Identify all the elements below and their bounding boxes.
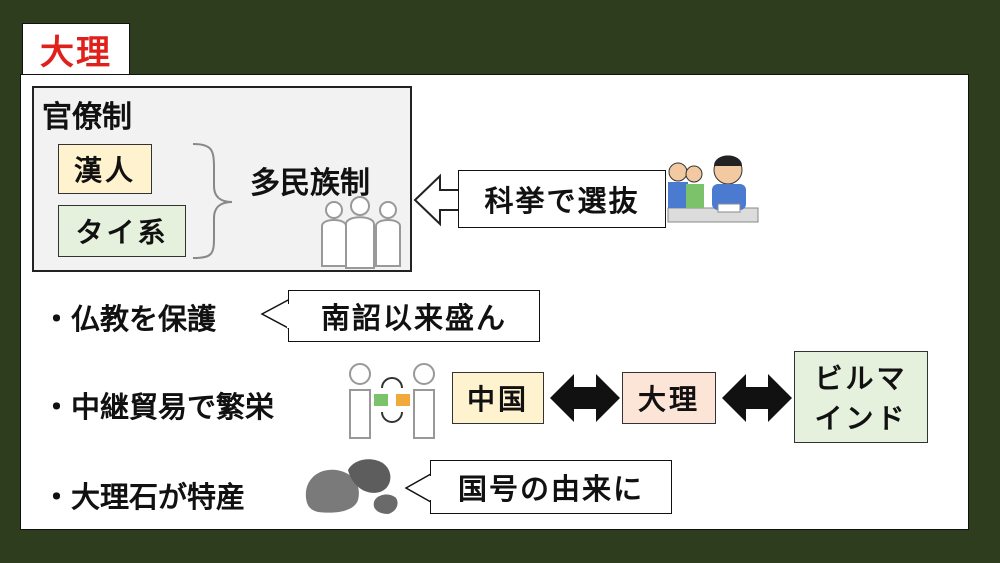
double-arrow-right [722, 374, 792, 422]
exam-students-icon [667, 155, 759, 223]
exam-selection-callout: 科挙で選抜 [458, 170, 666, 228]
trade-burma: ビルマ [814, 362, 908, 395]
marble-rocks-icon [305, 459, 398, 514]
point-trade: ・中継貿易で繁栄 [42, 390, 275, 424]
bureaucracy-heading: 官僚制 [42, 100, 132, 135]
point-marble: ・大理石が特産 [42, 480, 246, 514]
buddhism-note: 南詔以来盛ん [288, 290, 540, 342]
people-group-icon [321, 196, 401, 269]
tai-label: タイ系 [58, 205, 186, 257]
trade-china: 中国 [452, 372, 544, 424]
trade-dali: 大理 [622, 372, 716, 424]
trade-exchange-icon [349, 363, 435, 439]
han-label: 漢人 [58, 144, 152, 194]
marble-note: 国号の由来に [430, 460, 672, 514]
multiethnic-system: 多民族制 [250, 166, 370, 201]
trade-burma-india: ビルマ インド [794, 351, 928, 443]
point-buddhism: ・仏教を保護 [42, 302, 217, 336]
page-title: 大理 [22, 23, 130, 75]
trade-india: インド [814, 402, 908, 435]
double-arrow-left [550, 374, 620, 422]
